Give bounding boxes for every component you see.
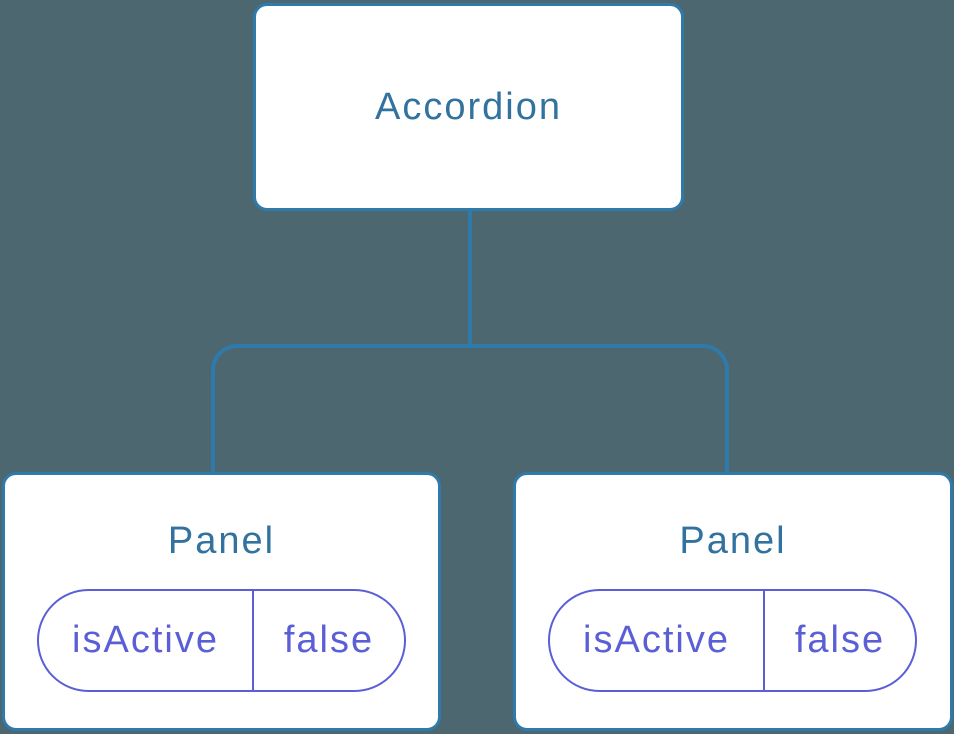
panel-node-left: Panel isActive false	[2, 472, 441, 731]
state-pill: isActive false	[548, 589, 917, 692]
connector-branch	[211, 344, 729, 474]
connector-stem	[468, 209, 472, 348]
panel-node-label: Panel	[167, 520, 276, 562]
state-key: isActive	[39, 591, 254, 690]
accordion-node-label: Accordion	[375, 86, 562, 128]
state-value: false	[794, 619, 886, 661]
panel-node-label: Panel	[679, 520, 787, 562]
state-key: isActive	[550, 591, 765, 690]
panel-node-right: Panel isActive false	[513, 472, 953, 731]
state-pill: isActive false	[37, 589, 406, 692]
state-value: false	[283, 619, 375, 661]
accordion-node: Accordion	[253, 3, 684, 211]
